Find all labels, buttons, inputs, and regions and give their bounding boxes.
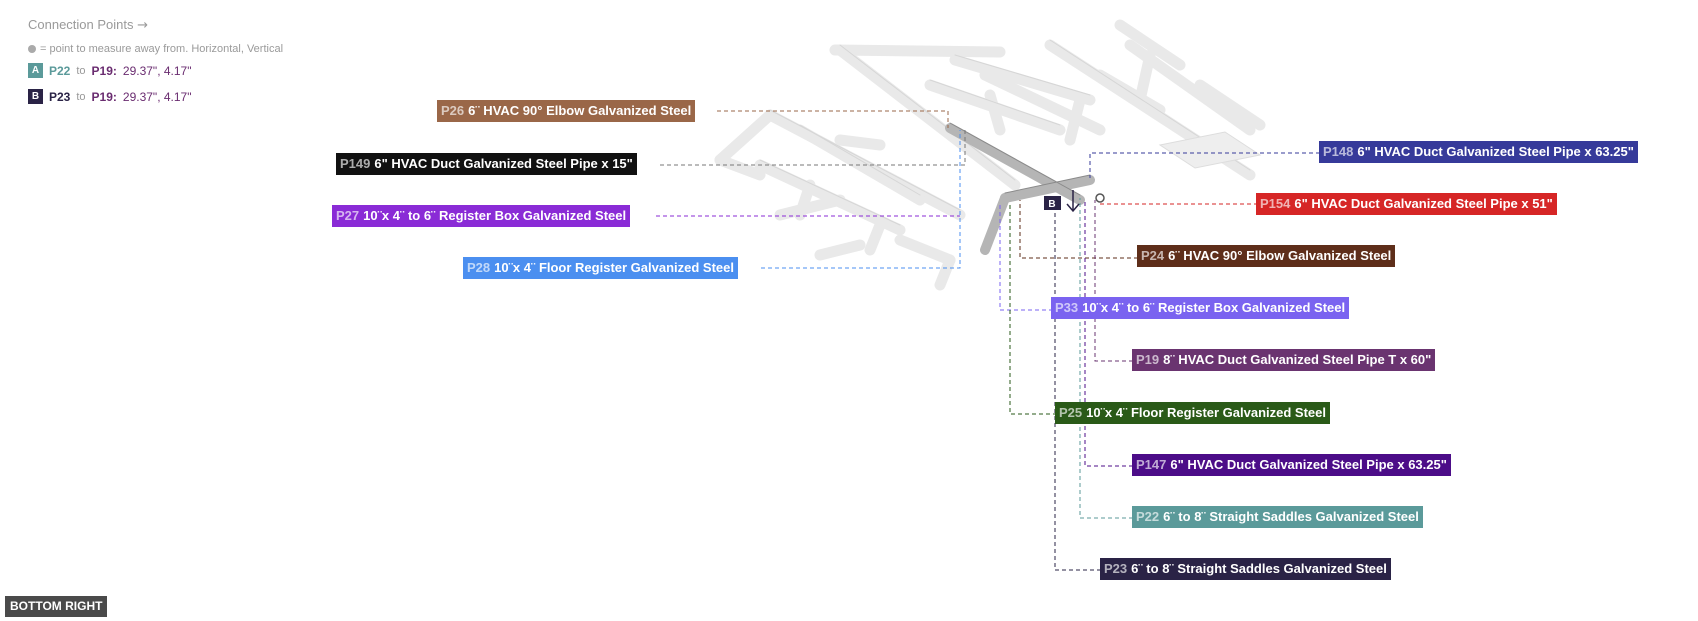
part-id: P23	[1104, 561, 1128, 576]
part-id: P148	[1323, 144, 1354, 159]
part-id: P28	[467, 260, 491, 275]
part-text: 6¨ HVAC 90° Elbow Galvanized Steel	[1168, 248, 1392, 263]
legend-note: = point to measure away from. Horizontal…	[28, 43, 283, 55]
part-text: 10¨x 4¨ to 6¨ Register Box Galvanized St…	[1082, 300, 1346, 315]
dot-icon	[28, 45, 36, 53]
part-text: 6" HVAC Duct Galvanized Steel Pipe x 51"	[1294, 196, 1553, 211]
connection-to-word: to	[76, 90, 86, 103]
connection-to-word: to	[76, 64, 86, 77]
legend: Connection Points → = point to measure a…	[28, 17, 283, 55]
connection-value: 29.37", 4.17"	[122, 89, 192, 104]
connection-to: P19:	[91, 63, 117, 78]
legend-title: Connection Points →	[28, 17, 283, 33]
connection-from: P23	[49, 89, 71, 104]
connection-row-a: A P22 to P19: 29.37", 4.17"	[28, 63, 191, 78]
connection-badge: B	[28, 89, 43, 104]
part-text: 6" HVAC Duct Galvanized Steel Pipe x 63.…	[1170, 457, 1447, 472]
connection-point-icon	[1095, 193, 1105, 203]
marker-b: B	[1044, 190, 1080, 213]
part-id: P19	[1136, 352, 1160, 367]
part-id: P149	[340, 156, 371, 171]
part-text: 8¨ HVAC Duct Galvanized Steel Pipe T x 6…	[1163, 352, 1432, 367]
part-id: P33	[1055, 300, 1079, 315]
part-id: P25	[1059, 405, 1083, 420]
part-text: 6" HVAC Duct Galvanized Steel Pipe x 15"	[374, 156, 633, 171]
legend-title-text: Connection Points	[28, 17, 134, 32]
part-text: 6¨ to 8¨ Straight Saddles Galvanized Ste…	[1163, 509, 1419, 524]
part-id: P147	[1136, 457, 1167, 472]
part-id: P24	[1141, 248, 1165, 263]
connection-to: P19:	[91, 89, 117, 104]
connection-row-b: B P23 to P19: 29.37", 4.17"	[28, 89, 191, 104]
part-text: 6" HVAC Duct Galvanized Steel Pipe x 63.…	[1357, 144, 1634, 159]
connection-value: 29.37", 4.17"	[122, 63, 192, 78]
part-text: 10¨x 4¨ Floor Register Galvanized Steel	[1086, 405, 1326, 420]
part-id: P154	[1260, 196, 1291, 211]
legend-note-text: = point to measure away from. Horizontal…	[40, 43, 284, 55]
part-text: 6¨ HVAC 90° Elbow Galvanized Steel	[468, 103, 692, 118]
part-id: P27	[336, 208, 360, 223]
part-text: 6¨ to 8¨ Straight Saddles Galvanized Ste…	[1131, 561, 1387, 576]
part-id: P22	[1136, 509, 1160, 524]
leader-lines	[656, 110, 1320, 571]
part-id: P26	[441, 103, 465, 118]
part-text: 10¨x 4¨ Floor Register Galvanized Steel	[494, 260, 734, 275]
corner-label[interactable]: BOTTOM RIGHT	[5, 596, 108, 617]
connection-badge: A	[28, 63, 43, 78]
connection-from: P22	[49, 63, 71, 78]
marker-b-text: B	[1048, 199, 1055, 210]
part-text: 10¨x 4¨ to 6¨ Register Box Galvanized St…	[363, 208, 627, 223]
arrow-right-icon: →	[137, 18, 149, 33]
